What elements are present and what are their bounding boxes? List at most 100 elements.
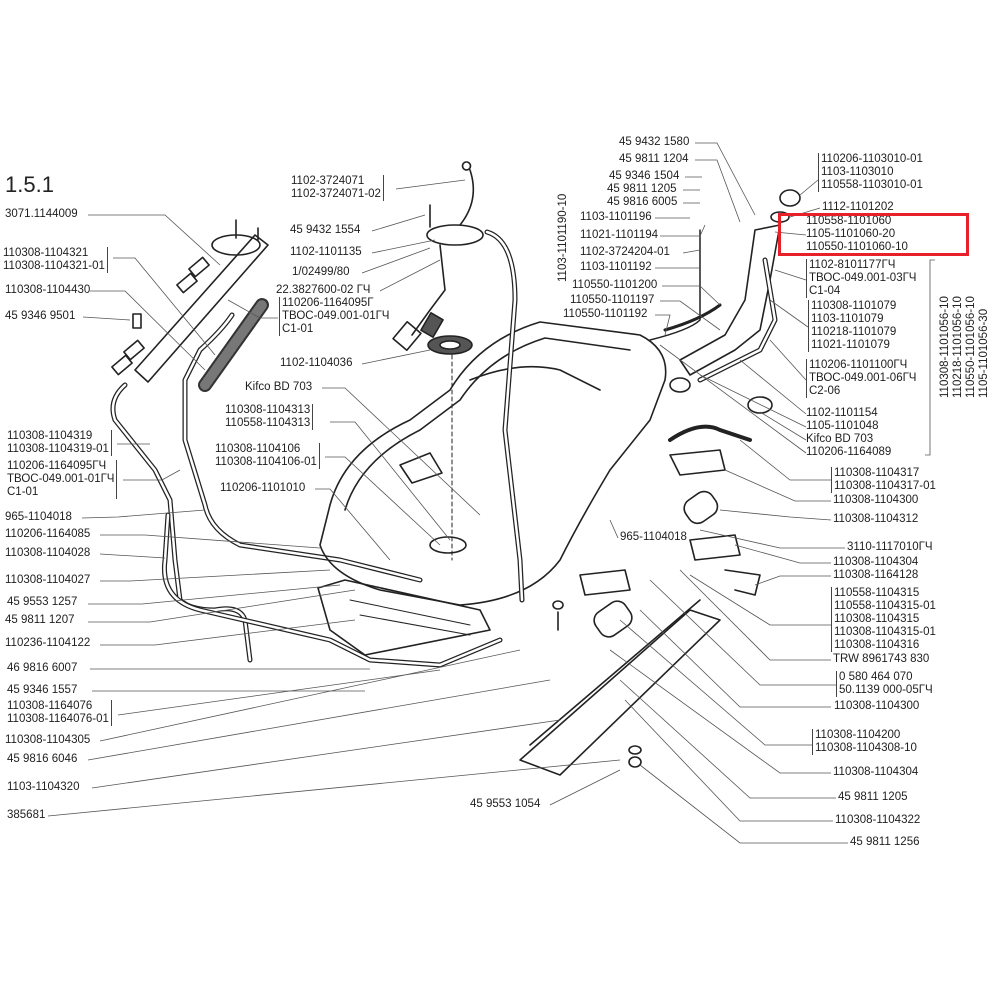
part-number: Kifco BD 703 — [245, 381, 313, 393]
part-label: 110550-1101200 — [572, 279, 657, 292]
part-label: 45 9346 1557 — [7, 684, 77, 697]
part-number: 45 9811 1256 — [850, 836, 920, 848]
part-label: 110308-1104300 — [833, 494, 918, 507]
part-number: 45 9346 9501 — [5, 310, 76, 322]
part-label: 45 9811 1204 — [619, 153, 689, 166]
part-number: 110308-1164076-01 — [7, 713, 109, 725]
part-number: 110206-1164089 — [806, 446, 892, 458]
part-number: 1103-1101190-10 — [557, 193, 569, 282]
part-number: 110558-1104315 — [834, 587, 920, 599]
part-number: 110558-1104313 — [225, 417, 311, 429]
part-label: 11021-1101194 — [580, 229, 658, 242]
part-number: 965-1104018 — [620, 531, 687, 543]
part-number: 110308-1104315 — [834, 613, 920, 625]
part-number: 1112-1101202 — [822, 201, 894, 213]
part-number: 45 9553 1257 — [7, 596, 78, 608]
part-number: 110550-1101060-10 — [806, 241, 908, 253]
part-label: 1103-1104320 — [7, 781, 79, 794]
part-number: 46 9816 6007 — [7, 662, 78, 674]
part-number: 45 9346 1504 — [609, 170, 680, 182]
part-number: 110308-1104305 — [5, 734, 91, 746]
part-number: 110236-1104122 — [5, 637, 91, 649]
part-number: 110308-1104300 — [833, 494, 919, 506]
part-number: 110308-1104106-01 — [215, 456, 317, 468]
part-number: 110308-1164076 — [7, 700, 93, 712]
part-label: 110308-1104304 — [833, 766, 918, 779]
part-number: 110308-1104304 — [833, 766, 919, 778]
part-number: 110308-1104200 — [815, 729, 901, 741]
part-label: 45 9553 1257 — [7, 596, 77, 609]
part-number: 11021-1101079 — [811, 339, 890, 351]
part-number: 110308-1104315-01 — [834, 626, 936, 638]
part-label: 1102-3724204-01 — [580, 246, 670, 259]
part-number: Kifco BD 703 — [806, 433, 874, 445]
part-number: 1102-8101177ГЧ — [809, 259, 896, 271]
part-label: 45 9811 1205 — [607, 183, 677, 196]
part-label: 110308-1104027 — [5, 574, 90, 587]
part-label: 965-1104018 — [620, 531, 687, 544]
part-label: 965-1104018 — [5, 511, 72, 524]
part-number: 110308-1101079 — [811, 300, 897, 312]
part-number: 1103-1101192 — [580, 261, 652, 273]
part-number: 110308-1104106 — [215, 443, 301, 455]
part-number: 3071.1144009 — [5, 208, 78, 220]
section-number: 1.5.1 — [5, 172, 54, 197]
part-number: 110308-1104313 — [225, 404, 311, 416]
part-label: 46 9816 6007 — [7, 662, 77, 675]
part-label: 110308-1104305 — [5, 734, 90, 747]
part-label: Kifco BD 703 — [245, 381, 312, 394]
part-number: 1102-3724204-01 — [580, 246, 670, 258]
part-label: 45 9432 1580 — [619, 136, 689, 149]
part-label: 45 9346 9501 — [5, 310, 75, 323]
part-number: 110558-1101060 — [806, 215, 892, 227]
part-label: 1102-1104036 — [280, 357, 352, 370]
part-number: 110308-1104321 — [3, 247, 89, 259]
part-number: ТВОС-049.001-01ГЧ — [7, 473, 115, 485]
part-number: 110218-1101079 — [811, 326, 897, 338]
part-number: 1102-1104036 — [280, 357, 353, 369]
part-label: 110550-1101192 — [563, 308, 647, 321]
part-label: 110206-1164085 — [5, 528, 90, 541]
part-label: 1112-1101202 — [822, 201, 894, 214]
part-number: 110308-1164128 — [833, 569, 919, 581]
part-label: 110206-1164089 — [806, 446, 891, 459]
part-number: 110308-1104322 — [835, 814, 921, 826]
part-number: 1102-3724071-02 — [291, 188, 381, 200]
part-number: ТВОС-049.001-01ГЧ — [282, 310, 390, 322]
part-number: 110308-1104317 — [834, 467, 920, 479]
part-label: 110206-1101010 — [220, 482, 305, 495]
leader-lines — [47, 142, 935, 844]
part-label: 1103-1101196 — [580, 211, 652, 224]
part-label: 110308-1104430 — [5, 284, 90, 297]
fuel-pump-module — [392, 161, 484, 561]
part-number: С2-06 — [809, 385, 841, 397]
part-label: 110308-1164128 — [833, 569, 918, 582]
part-label: 22.3827600-02 ГЧ — [276, 284, 370, 297]
part-number: 110550-1101192 — [563, 308, 648, 320]
part-label: 110308-1104304 — [833, 556, 918, 569]
part-number: 110308-1104304 — [833, 556, 919, 568]
part-number: ТВОС-049.001-06ГЧ — [809, 372, 917, 384]
part-number: 45 9811 1207 — [5, 614, 75, 626]
highlight-box — [778, 213, 969, 256]
part-label: 45 9811 1207 — [5, 614, 75, 627]
part-number: 45 9811 1205 — [838, 791, 908, 803]
part-number: TRW 8961743 830 — [833, 653, 930, 665]
part-label: 45 9432 1554 — [290, 224, 360, 237]
part-label: 110308-1104312 — [833, 513, 918, 526]
part-label: TRW 8961743 830 — [833, 653, 929, 666]
part-number: С1-01 — [7, 486, 39, 498]
part-number: 110308-1104027 — [5, 574, 91, 586]
